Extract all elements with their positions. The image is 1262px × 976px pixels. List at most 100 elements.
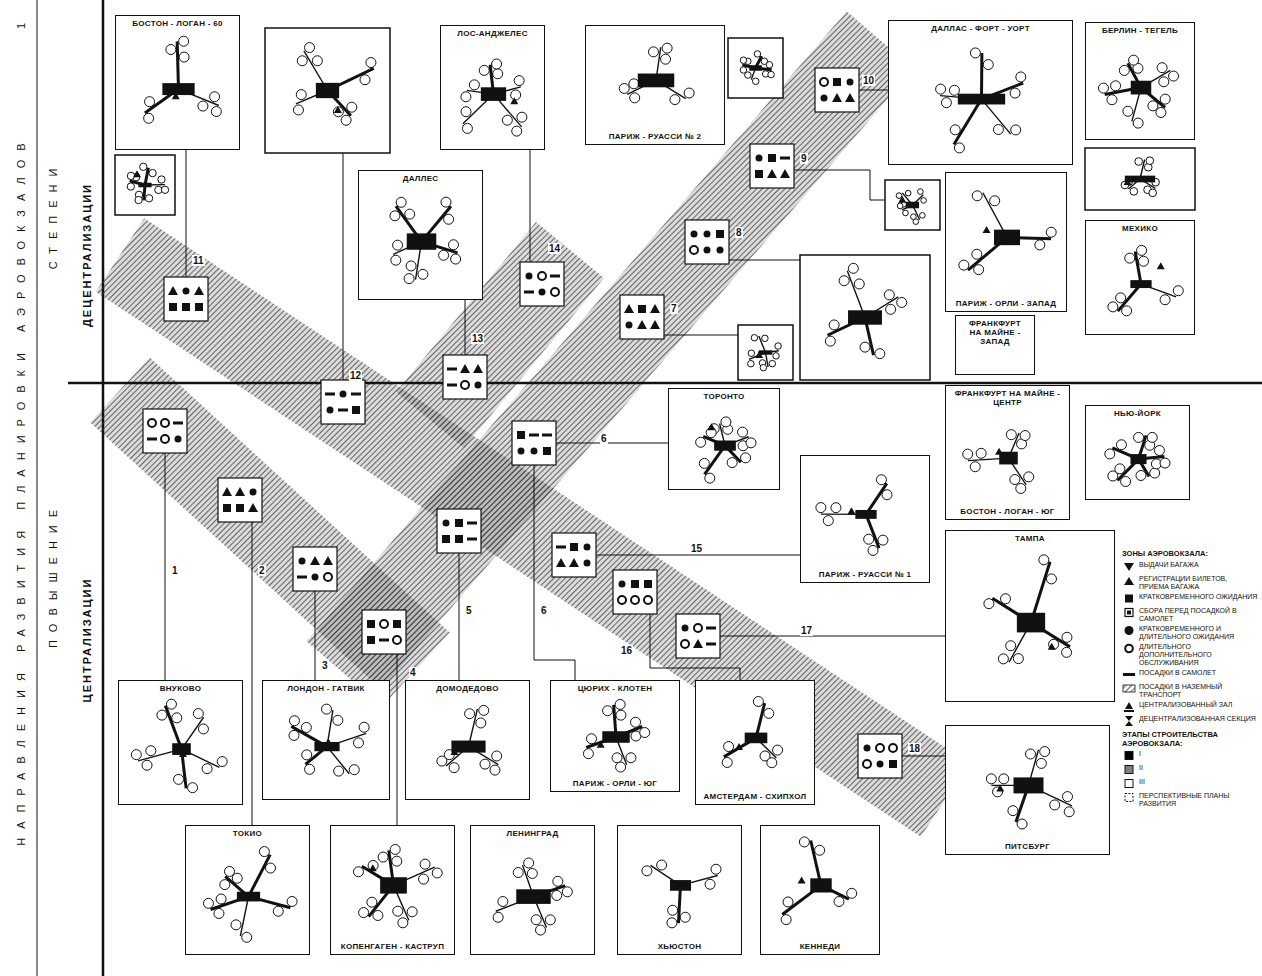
- plan-panel: КЕННЕДИ: [760, 825, 880, 955]
- aircraft-stand: [1159, 77, 1169, 87]
- square-symbol: [1125, 608, 1133, 616]
- zone-symbol: [570, 543, 578, 551]
- aircraft-stand: [603, 706, 613, 716]
- zone-symbol: [619, 581, 626, 588]
- aircraft-stand: [302, 750, 312, 760]
- callout-number: 13: [471, 333, 484, 344]
- aircraft-stand: [1135, 158, 1143, 166]
- zone-symbol: [706, 627, 716, 630]
- plan-panel: НЬЮ-ЙОРК: [1085, 405, 1190, 500]
- aircraft-stand: [1111, 81, 1121, 91]
- aircraft-stand: [619, 83, 629, 93]
- aircraft-stand: [407, 907, 417, 917]
- aircraft-stand: [662, 43, 672, 53]
- zone-symbol: [584, 544, 591, 551]
- scheme-square: [676, 614, 720, 658]
- zone-symbol: [447, 368, 457, 371]
- aircraft-stand: [146, 746, 156, 756]
- label-wrap: 17: [800, 620, 813, 638]
- zone-symbol: [460, 364, 470, 373]
- legend-swatch: [1125, 780, 1133, 788]
- airport-name: ПАРИЖ - ОРЛИ - ЗАПАД: [954, 298, 1059, 309]
- zone-symbol: [310, 556, 320, 565]
- aircraft-stand: [127, 172, 134, 179]
- zone-symbol: [691, 231, 698, 238]
- zone-symbol: [650, 320, 660, 329]
- scheme-frame: [620, 295, 664, 339]
- aircraft-stand: [936, 84, 946, 94]
- aircraft-stand: [420, 859, 430, 869]
- zone-symbol: [352, 406, 360, 414]
- aircraft-stand: [642, 866, 652, 876]
- label-wrap: 18: [908, 738, 921, 756]
- aircraft-stand: [1130, 188, 1138, 196]
- bar-symbol: [1123, 673, 1135, 676]
- aircraft-stand: [972, 249, 982, 259]
- scheme-frame: [143, 409, 187, 453]
- scheme-square: [143, 409, 187, 453]
- leader-line: [530, 150, 531, 262]
- aircraft-stand: [860, 342, 870, 352]
- aircraft-stand: [740, 57, 747, 64]
- plan-drawing: [781, 837, 857, 925]
- aircraft-stand: [444, 214, 454, 224]
- zone-symbol: [133, 170, 141, 177]
- aircraft-stand: [406, 261, 416, 271]
- aircraft-stand: [876, 475, 886, 485]
- plan-panel: ДАЛЛАС - ФОРТ - УОРТ: [888, 20, 1073, 165]
- aircraft-stand: [1062, 647, 1072, 657]
- aircraft-stand: [963, 449, 973, 459]
- zone-symbol: [863, 760, 871, 768]
- zone-symbol: [675, 881, 683, 888]
- plan-sketch: [761, 826, 881, 956]
- leader-line: [720, 636, 945, 637]
- pier-line: [954, 99, 982, 144]
- zone-symbol: [455, 519, 463, 527]
- aircraft-stand: [738, 427, 748, 437]
- plan-sketch: [116, 16, 241, 151]
- aircraft-stand: [1125, 253, 1135, 263]
- terminal-block: [138, 183, 151, 188]
- zone-symbol: [1048, 643, 1056, 650]
- zone-symbol: [889, 760, 897, 768]
- zone-symbol: [876, 744, 884, 752]
- zone-symbol: [518, 448, 525, 455]
- zone-symbol: [821, 95, 828, 102]
- zone-symbol: [847, 79, 854, 86]
- aircraft-stand: [882, 490, 892, 500]
- plan-sketch: [889, 21, 1074, 166]
- aircraft-stand: [839, 276, 849, 286]
- zone-symbol: [631, 580, 639, 588]
- zone-symbol: [467, 538, 477, 541]
- aircraft-stand: [615, 699, 625, 709]
- aircraft-stand: [721, 417, 731, 427]
- callout-number: 15: [690, 543, 703, 554]
- label-wrap: 4: [409, 662, 417, 680]
- scheme-frame: [552, 533, 596, 577]
- legend-sample: [1122, 701, 1136, 713]
- aircraft-stand: [1006, 641, 1016, 651]
- aircraft-stand: [392, 856, 402, 866]
- aircraft-stand: [816, 503, 826, 513]
- aircraft-stand: [391, 255, 401, 265]
- aircraft-stand: [1035, 240, 1045, 250]
- scheme-frame: [815, 68, 859, 112]
- zone-symbol: [379, 639, 389, 642]
- airport-name: ПАРИЖ - РУАССИ № 2: [607, 131, 704, 142]
- zone-symbol: [369, 864, 377, 871]
- legend-text: I: [1139, 750, 1141, 758]
- aircraft-stand: [762, 335, 769, 342]
- aircraft-stand: [629, 79, 639, 89]
- airport-name: ДАЛЛАС - ФОРТ - УОРТ: [929, 23, 1032, 34]
- aircraft-stand: [1108, 471, 1118, 481]
- plan-sketch: [119, 681, 244, 806]
- zone-symbol: [983, 226, 991, 233]
- aircraft-stand: [469, 80, 479, 90]
- aircraft-stand: [511, 90, 521, 100]
- aircraft-stand: [972, 191, 982, 201]
- zone-symbol: [626, 322, 633, 329]
- aircraft-stand: [1119, 65, 1129, 75]
- aircraft-stand: [616, 710, 626, 720]
- zone-symbol: [755, 170, 763, 178]
- airport-name: АМСТЕРДАМ - СХИПХОЛ: [701, 791, 808, 802]
